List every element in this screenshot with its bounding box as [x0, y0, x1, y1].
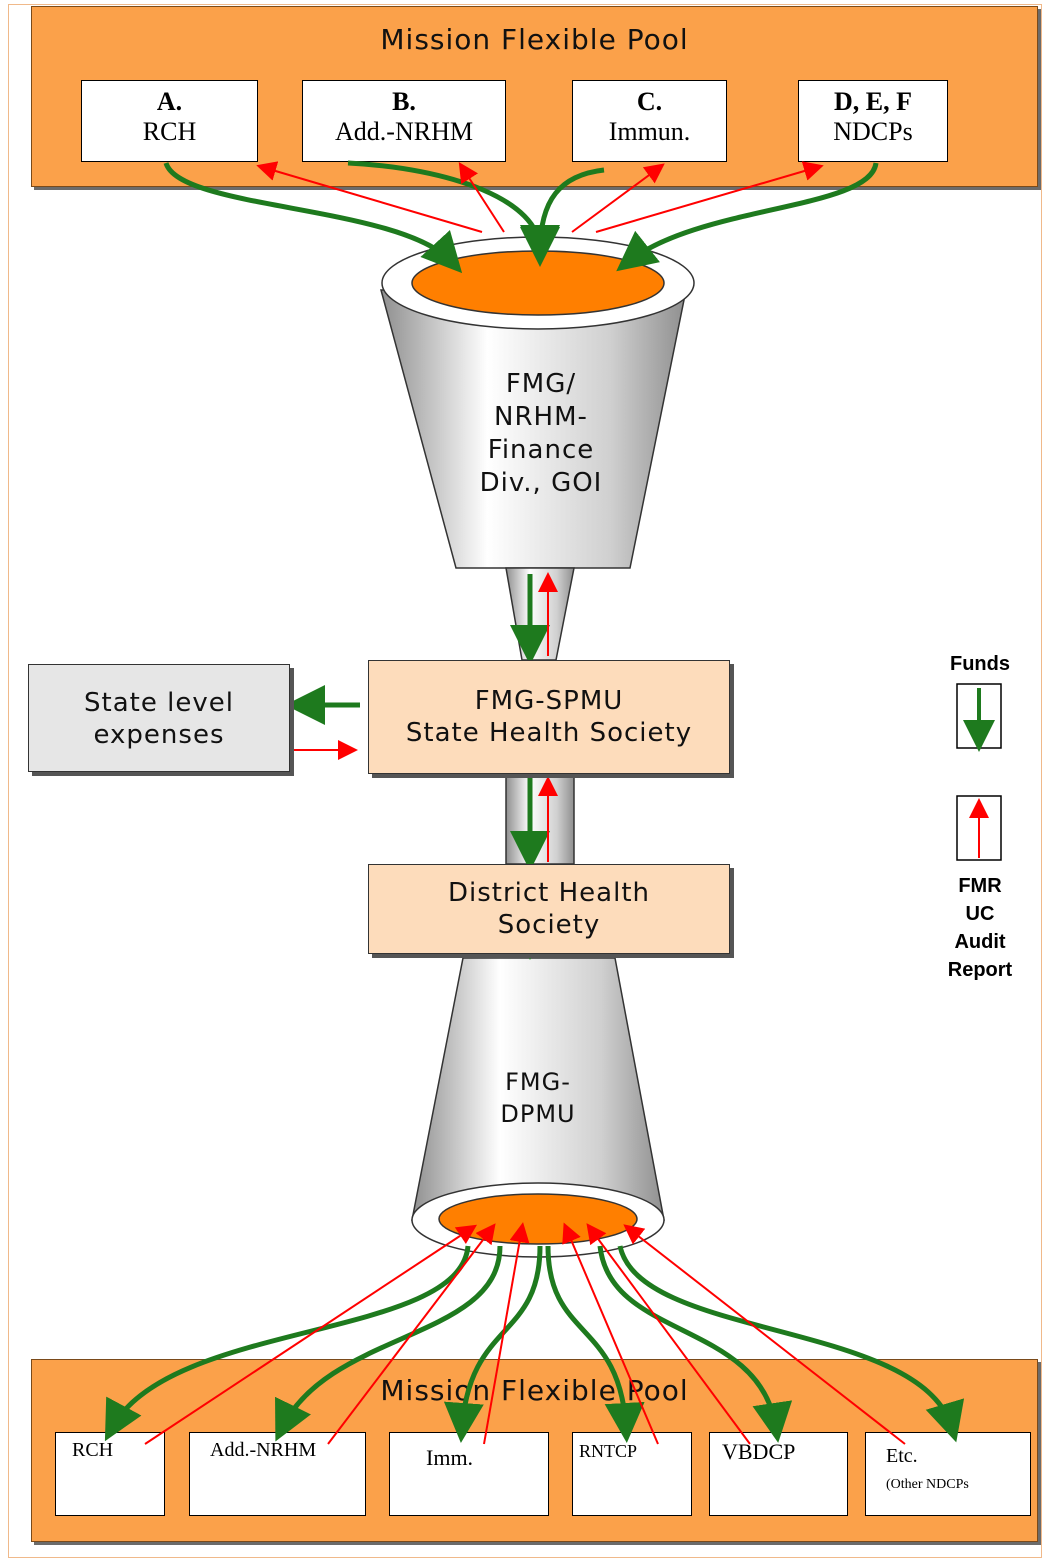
middle-tube — [505, 773, 575, 865]
box-name: Add.-NRHM — [335, 117, 473, 146]
top-funnel — [380, 236, 695, 569]
box-name: Etc. — [886, 1445, 918, 1467]
top-fund-arrows — [163, 160, 879, 274]
box-name: VBDCP — [722, 1439, 796, 1464]
box-code: A. — [156, 87, 183, 116]
legend-funds-label: Funds — [950, 653, 1010, 675]
bottom-funnel-label: FMG- DPMU — [468, 1066, 608, 1130]
diagram-frame — [8, 4, 1042, 1558]
legend-reports-box — [956, 795, 1002, 861]
box-name: RCH — [72, 1439, 114, 1461]
funnel-label-line: DPMU — [500, 1100, 576, 1128]
box-code: C. — [636, 87, 663, 116]
funnel-label-line: FMG/ — [505, 369, 577, 399]
bottom-report-arrows — [144, 1222, 906, 1445]
funnel-label-line: NRHM- — [494, 402, 588, 432]
bottom-fund-arrows — [104, 1245, 965, 1443]
box-line: State Health Society — [405, 718, 693, 748]
top-box-add-nrhm: B. Add.-NRHM — [302, 80, 506, 162]
legend-line: Audit — [954, 931, 1006, 953]
district-health-society-box: District Health Society — [368, 864, 730, 954]
fmg-spmu-box: FMG-SPMU State Health Society — [368, 660, 730, 774]
box-line: Society — [497, 910, 601, 940]
bottom-box-add-nrhm: Add.-NRHM — [189, 1432, 366, 1516]
box-line: District Health — [447, 878, 651, 908]
legend-line: UC — [965, 903, 995, 925]
legend-line: Report — [947, 959, 1013, 981]
bottom-box-vbdcp: VBDCP — [709, 1432, 848, 1516]
box-name: Immun. — [608, 117, 691, 146]
box-line: expenses — [93, 720, 225, 750]
top-box-ndcps: D, E, F NDCPs — [798, 80, 948, 162]
top-funnel-label: FMG/ NRHM- Finance Div., GOI — [456, 368, 626, 500]
legend-funds-box — [956, 683, 1002, 752]
top-box-rch: A. RCH — [81, 80, 258, 162]
box-name: NDCPs — [833, 117, 913, 146]
bottom-pool-title: Mission Flexible Pool — [380, 1374, 689, 1407]
box-name: RCH — [142, 117, 197, 146]
box-code: B. — [392, 87, 416, 116]
bottom-box-rch: RCH — [55, 1432, 165, 1516]
funnel-label-line: Div., GOI — [479, 468, 603, 498]
box-name: RNTCP — [579, 1441, 638, 1461]
box-line: State level — [84, 688, 234, 718]
bottom-box-imm: Imm. — [389, 1432, 549, 1516]
top-report-arrows — [256, 161, 824, 233]
box-line: FMG-SPMU — [474, 686, 624, 716]
funnel-label-line: Finance — [487, 435, 595, 465]
box-name: Imm. — [426, 1445, 474, 1470]
box-code: D, E, F — [834, 87, 912, 116]
legend-line: FMR — [958, 875, 1002, 897]
top-box-immun: C. Immun. — [572, 80, 727, 162]
box-note: (Other NDCPs — [886, 1477, 969, 1492]
funnel-label-line: FMG- — [505, 1068, 571, 1096]
top-pool-title: Mission Flexible Pool — [380, 23, 689, 56]
legend-reports-label: FMR UC Audit Report — [930, 872, 1030, 984]
top-neck-tube — [505, 567, 575, 661]
bottom-box-rntcp: RNTCP — [572, 1432, 692, 1516]
state-level-expenses-box: State level expenses — [28, 664, 290, 772]
box-name: Add.-NRHM — [210, 1439, 317, 1461]
